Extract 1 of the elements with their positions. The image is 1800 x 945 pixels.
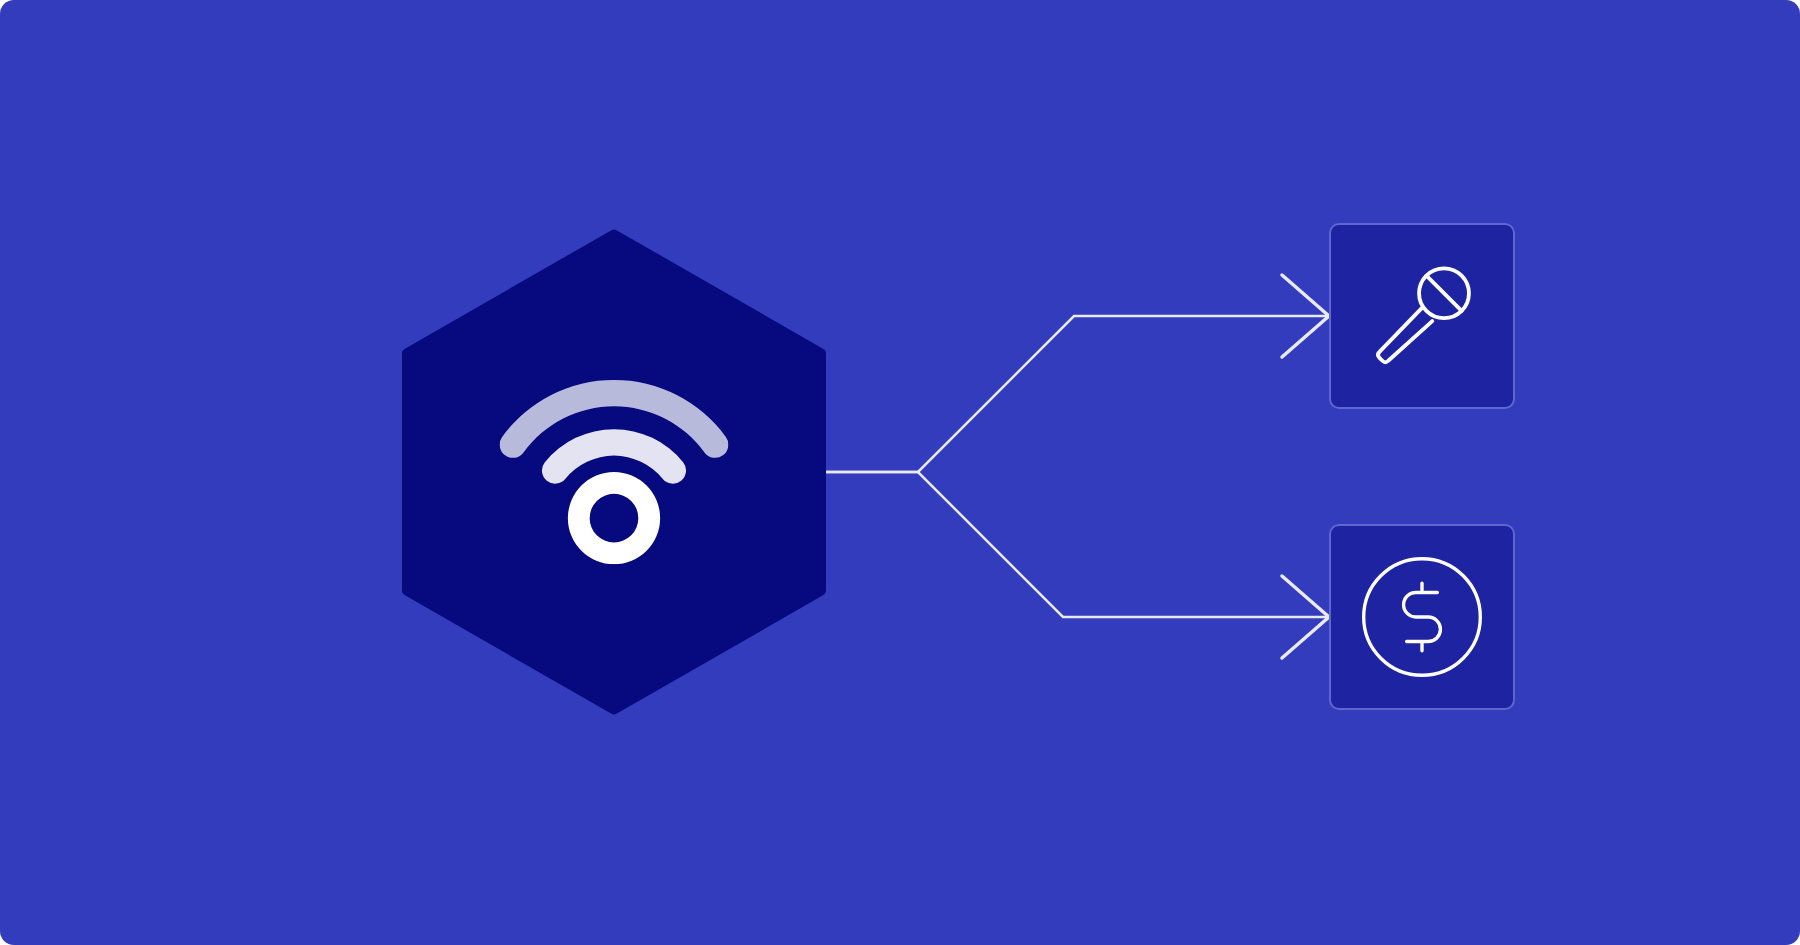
arrow [826,470,1331,660]
